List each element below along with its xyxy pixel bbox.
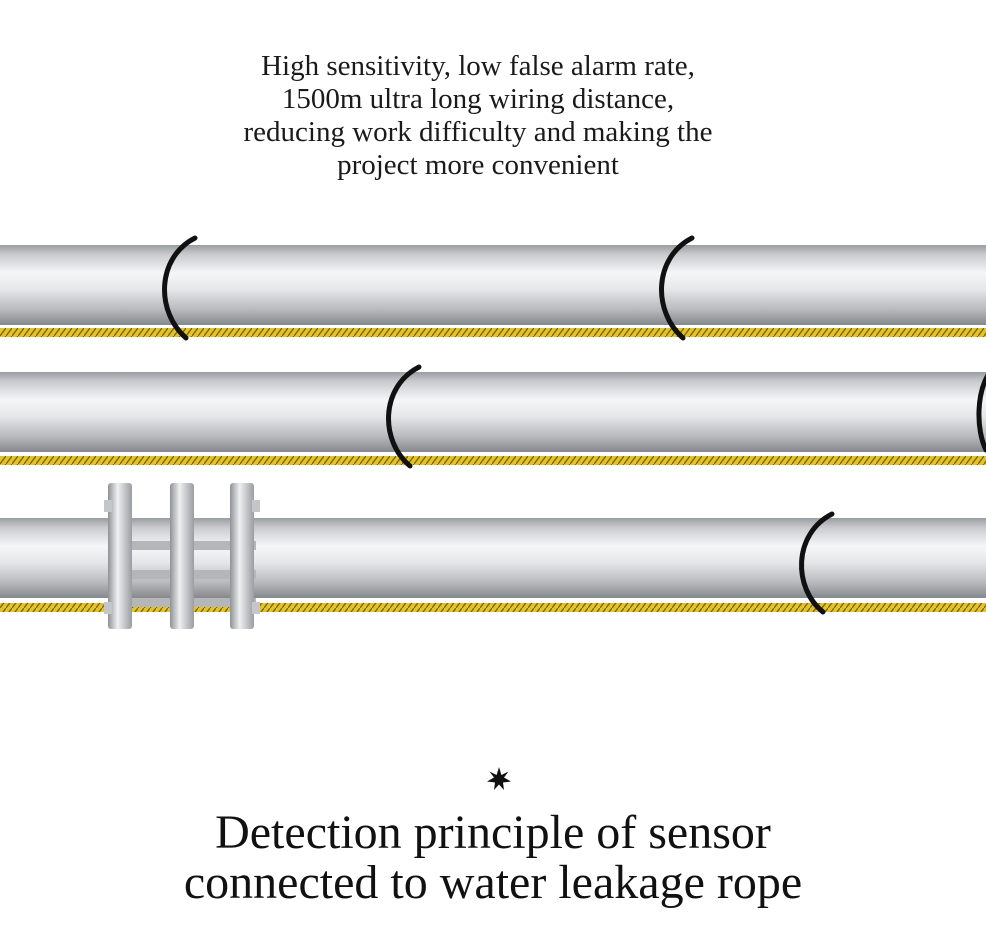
intro-line-1: High sensitivity, low false alarm rate,	[261, 50, 695, 82]
pipe-2-body	[0, 372, 986, 452]
pipe-coupling-icon	[104, 483, 260, 629]
heading-line-2: connected to water leakage rope	[183, 856, 803, 909]
leak-rope-2	[0, 456, 986, 465]
pipe-3-body	[0, 518, 986, 598]
cable-clip-icon	[162, 235, 198, 341]
cable-clip-icon	[976, 373, 986, 453]
pipe-1	[0, 235, 986, 341]
pipe-diagram	[0, 235, 986, 629]
intro-text: High sensitivity, low false alarm rate, …	[0, 50, 956, 182]
pipe-3	[0, 483, 986, 629]
leak-rope-3	[0, 603, 986, 612]
leak-rope-1	[0, 328, 986, 337]
asterisk-icon	[487, 767, 511, 790]
heading: Detection principle of sensor connected …	[0, 808, 986, 908]
cable-clip-icon	[659, 235, 695, 341]
intro-line-3: reducing work difficulty and making the	[243, 116, 713, 148]
intro-line-2: 1500m ultra long wiring distance,	[281, 83, 675, 115]
intro-line-4: project more convenient	[337, 149, 619, 181]
pipe-1-body	[0, 245, 986, 325]
heading-line-1: Detection principle of sensor	[215, 806, 771, 859]
cable-clip-icon	[799, 511, 835, 615]
pipe-2	[0, 364, 986, 469]
cable-clip-icon	[386, 364, 422, 469]
